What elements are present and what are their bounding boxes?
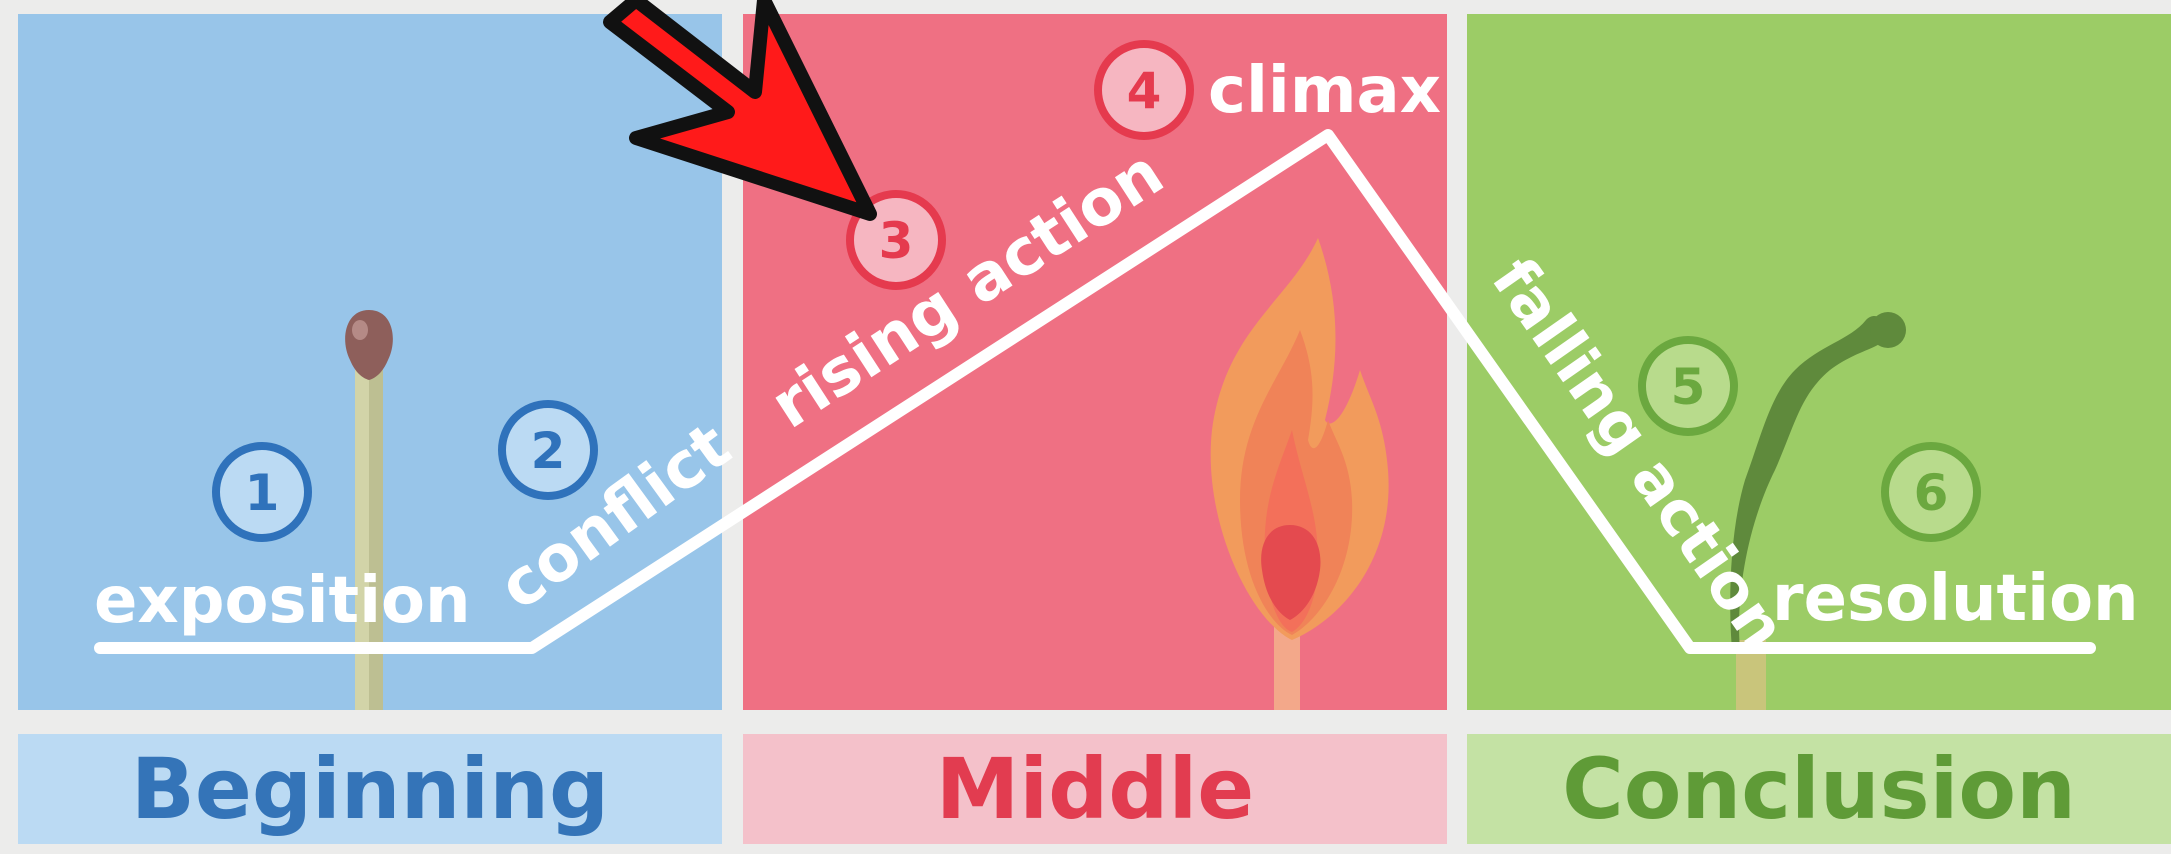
svg-text:4: 4: [1127, 62, 1162, 120]
label-resolution: resolution: [1772, 562, 2139, 636]
plot-marker-1: 1: [216, 446, 308, 538]
plot-marker-2: 2: [502, 404, 594, 496]
stage-label-conclusion: Conclusion: [1562, 740, 2076, 838]
svg-text:3: 3: [879, 212, 914, 270]
stage-label-beginning: Beginning: [131, 740, 609, 838]
svg-text:5: 5: [1671, 358, 1706, 416]
label-climax: climax: [1208, 54, 1441, 128]
plot-marker-4: 4: [1098, 44, 1190, 136]
panels: [18, 14, 2171, 844]
svg-text:2: 2: [531, 422, 566, 480]
svg-text:6: 6: [1914, 464, 1949, 522]
svg-text:1: 1: [245, 464, 280, 522]
stage-label-middle: Middle: [936, 740, 1254, 838]
plot-marker-6: 6: [1885, 446, 1977, 538]
label-exposition: exposition: [94, 564, 471, 638]
